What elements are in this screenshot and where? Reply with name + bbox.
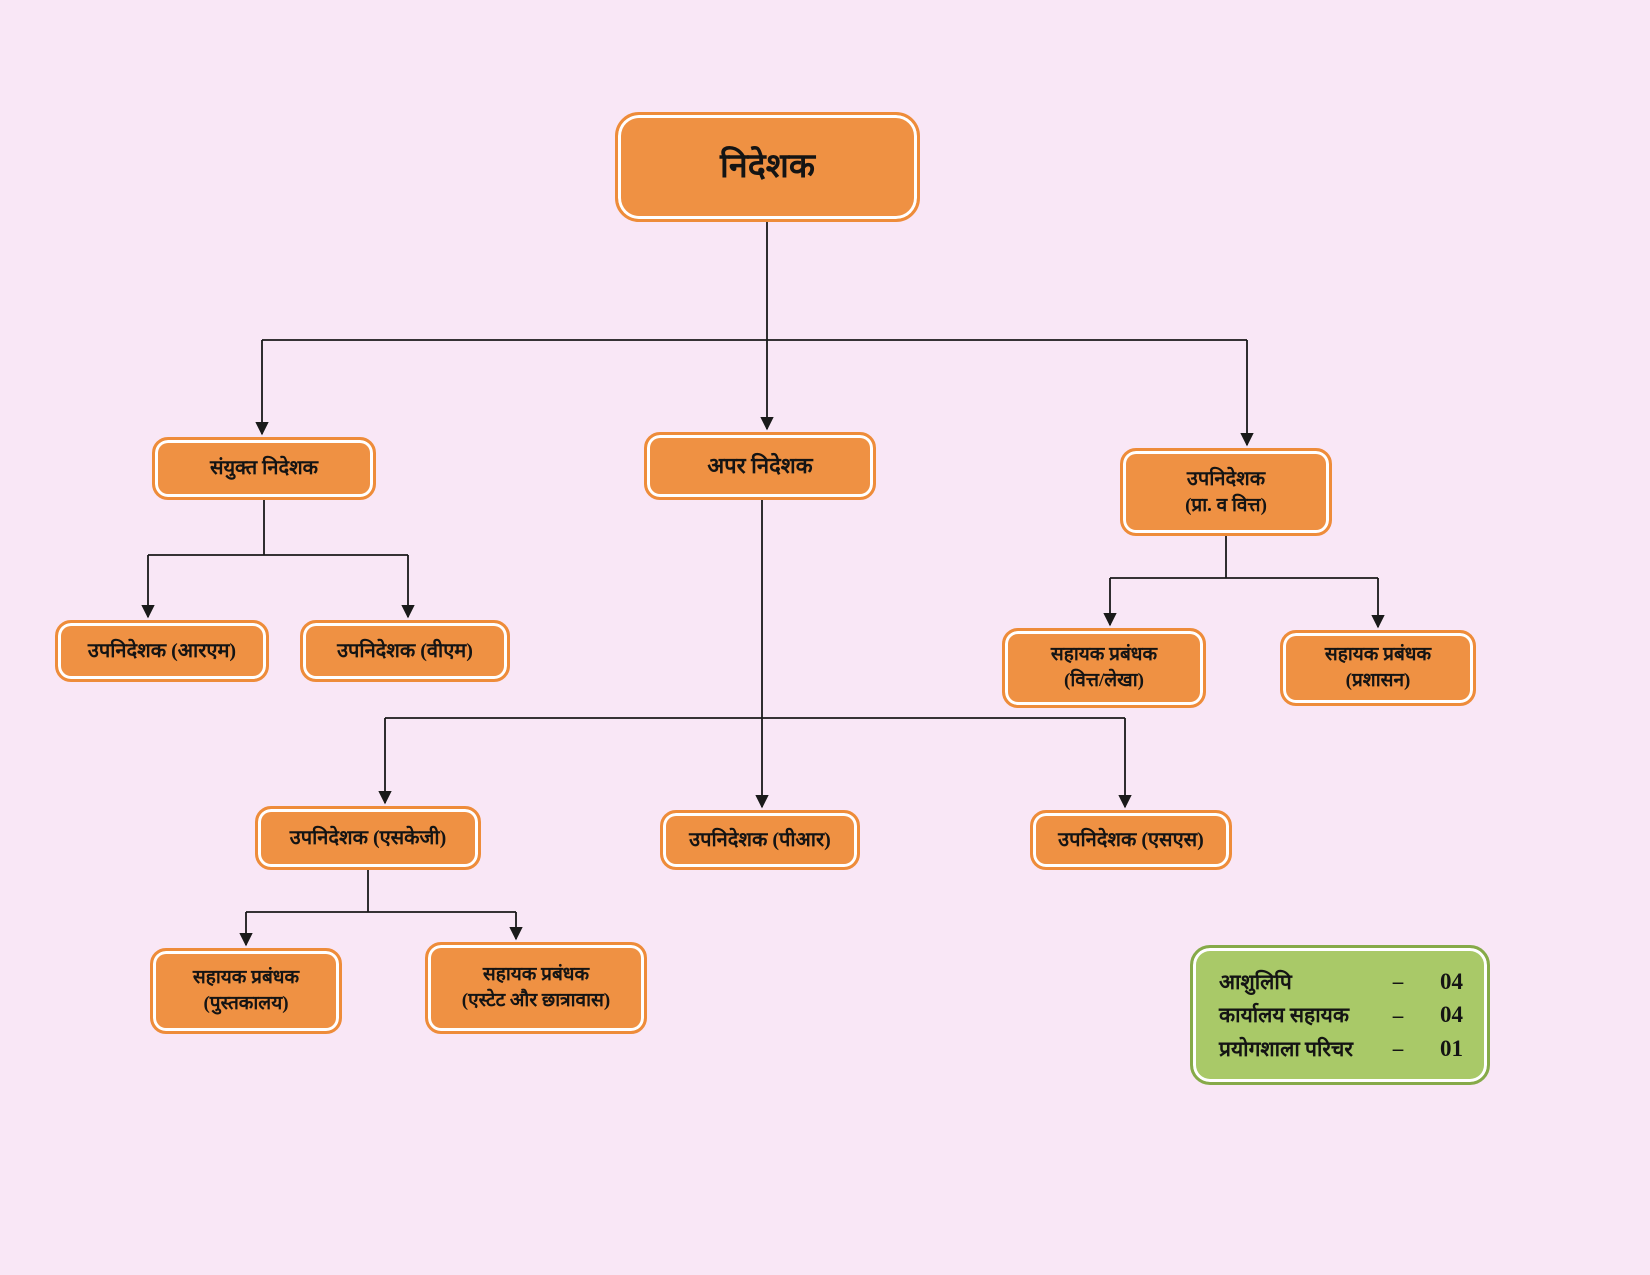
- staff-count-row-stenographer: आशुलिपि – 04: [1219, 968, 1463, 996]
- node-assistant-manager-finance: सहायक प्रबंधक (वित्त/लेखा): [1002, 628, 1206, 708]
- node-deputy-director-vm: उपनिदेशक (वीएम): [300, 620, 510, 682]
- node-assistant-manager-admin-line2: (प्रशासन): [1345, 670, 1411, 691]
- node-assistant-manager-library-line2: (पुस्तकालय): [203, 993, 289, 1014]
- node-director-label: निदेशक: [720, 148, 815, 186]
- staff-count-row-lab-attendant: प्रयोगशाला परिचर – 01: [1219, 1035, 1463, 1063]
- staff-count-value: 04: [1440, 968, 1463, 994]
- node-deputy-director-admin-finance-line1: उपनिदेशक: [1186, 467, 1266, 490]
- dash-separator: –: [1392, 1036, 1404, 1060]
- node-joint-director: संयुक्त निदेशक: [152, 437, 376, 500]
- node-assistant-manager-finance-line1: सहायक प्रबंधक: [1050, 644, 1158, 666]
- staff-count-value: 01: [1440, 1035, 1463, 1061]
- staff-count-label: आशुलिपि: [1219, 969, 1292, 994]
- node-assistant-manager-library: सहायक प्रबंधक (पुस्तकालय): [150, 948, 342, 1034]
- staff-count-row-office-assistant: कार्यालय सहायक – 04: [1219, 1001, 1463, 1029]
- staff-count-label: कार्यालय सहायक: [1219, 1003, 1349, 1027]
- node-deputy-director-skg: उपनिदेशक (एसकेजी): [255, 806, 481, 870]
- node-joint-director-label: संयुक्त निदेशक: [209, 457, 319, 479]
- dash-separator: –: [1392, 1002, 1404, 1027]
- node-deputy-director-pr-label: उपनिदेशक (पीआर): [689, 828, 831, 851]
- node-additional-director: अपर निदेशक: [644, 432, 876, 500]
- node-deputy-director-rm: उपनिदेशक (आरएम): [55, 620, 269, 682]
- node-assistant-manager-estate-line2: (एस्टेट और छात्रावास): [461, 990, 611, 1011]
- node-assistant-manager-admin-line1: सहायक प्रबंधक: [1324, 644, 1432, 666]
- node-deputy-director-admin-finance-line2: (प्रा. व वित्त): [1185, 494, 1267, 516]
- node-assistant-manager-finance-line2: (वित्त/लेखा): [1064, 670, 1144, 691]
- node-deputy-director-ss: उपनिदेशक (एसएस): [1030, 810, 1232, 870]
- staff-count-value: 04: [1440, 1002, 1463, 1027]
- node-deputy-director-admin-finance: उपनिदेशक (प्रा. व वित्त): [1120, 448, 1332, 536]
- node-deputy-director-rm-label: उपनिदेशक (आरएम): [87, 639, 237, 662]
- node-deputy-director-ss-label: उपनिदेशक (एसएस): [1058, 828, 1204, 851]
- staff-count-label: प्रयोगशाला परिचर: [1219, 1036, 1353, 1061]
- node-deputy-director-skg-label: उपनिदेशक (एसकेजी): [289, 826, 447, 849]
- node-deputy-director-pr: उपनिदेशक (पीआर): [660, 810, 860, 870]
- node-assistant-manager-estate-line1: सहायक प्रबंधक: [482, 964, 590, 986]
- dash-separator: –: [1392, 969, 1404, 993]
- node-assistant-manager-admin: सहायक प्रबंधक (प्रशासन): [1280, 630, 1476, 706]
- node-deputy-director-vm-label: उपनिदेशक (वीएम): [337, 639, 473, 662]
- staff-count-box: आशुलिपि – 04 कार्यालय सहायक – 04 प्रयोगश…: [1190, 945, 1490, 1085]
- node-additional-director-label: अपर निदेशक: [707, 453, 813, 479]
- node-assistant-manager-library-line1: सहायक प्रबंधक: [192, 967, 300, 989]
- node-assistant-manager-estate: सहायक प्रबंधक (एस्टेट और छात्रावास): [425, 942, 647, 1034]
- node-director: निदेशक: [615, 112, 920, 222]
